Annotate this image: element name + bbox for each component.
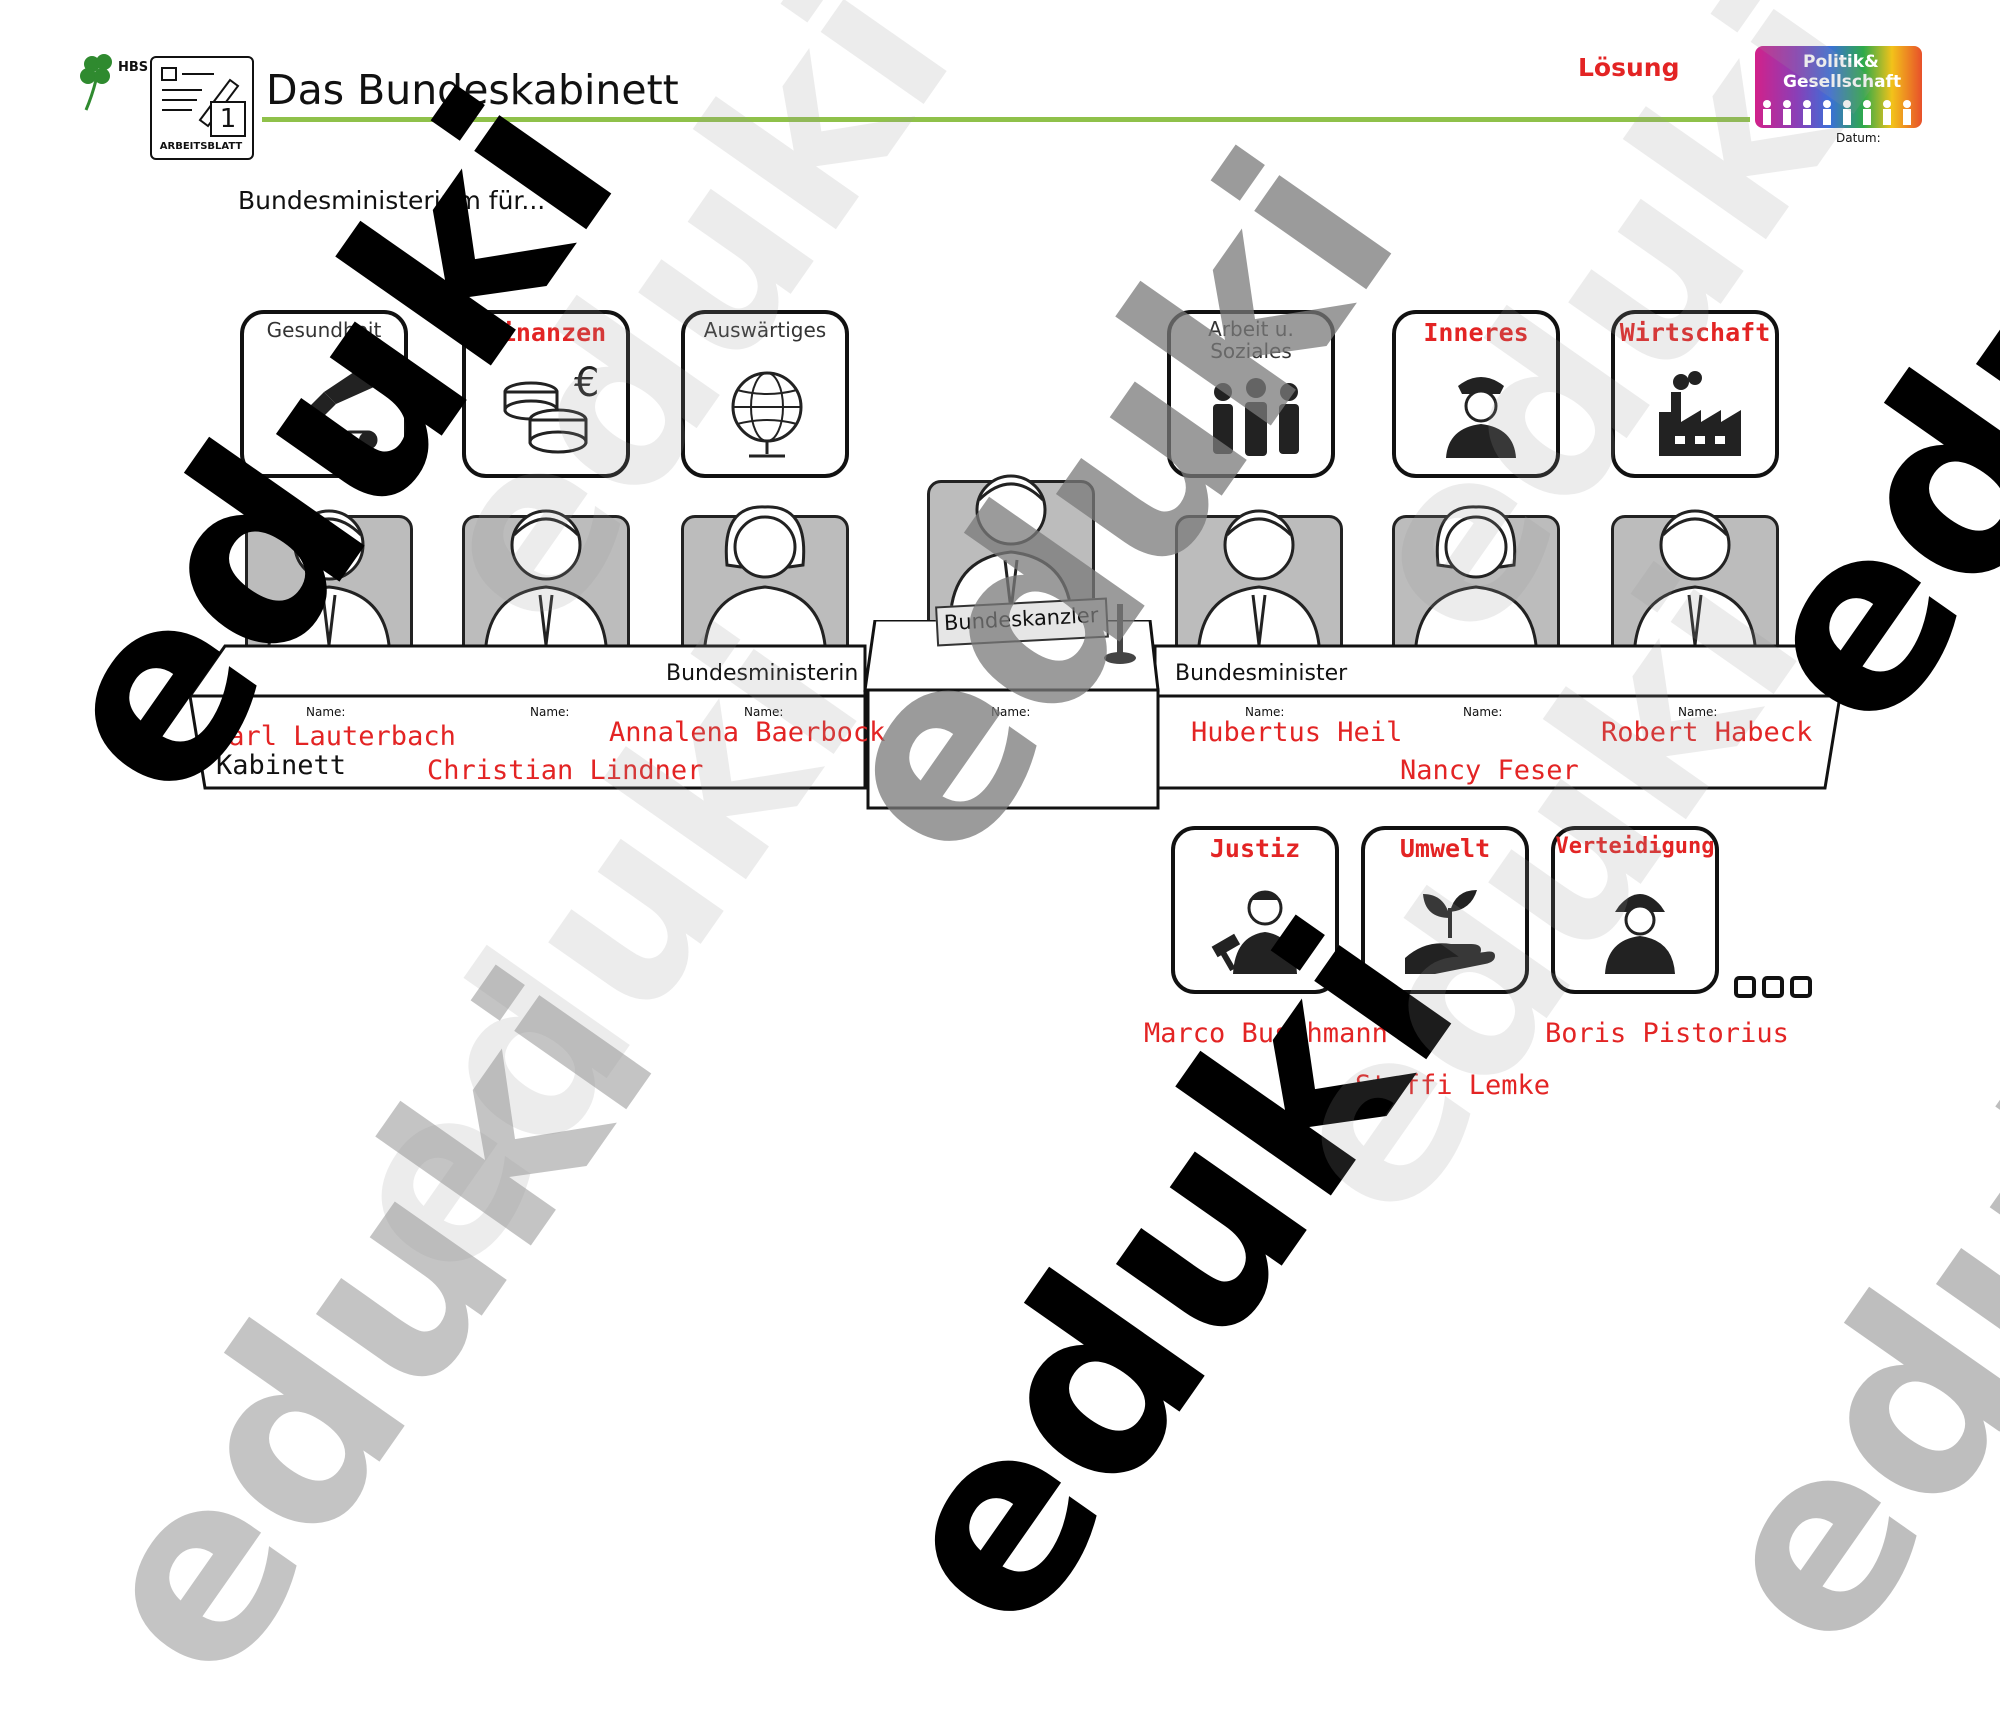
name-caption: Name: (744, 705, 784, 719)
role-label-right: Bundesminister (1175, 661, 1348, 686)
subject-logo: Politik& Gesellschaft (1755, 46, 1922, 128)
ministry-label: Wirtschaft (1619, 318, 1771, 347)
plant-hand-icon (1405, 890, 1495, 974)
name-lindner: Christian Lindner (427, 755, 704, 786)
ministry-label: Auswärtiges (703, 318, 827, 342)
ministry-label: Finanzen (485, 318, 607, 347)
microphone-icon (1104, 604, 1136, 664)
chancellor-role: Bundeskanzler (943, 603, 1099, 636)
worksheet-label: ARBEITSBLATT (159, 141, 243, 152)
police-officer-icon (1446, 377, 1516, 458)
ministry-label: Arbeit u. Soziales (1208, 317, 1294, 363)
people-group-icon (1213, 378, 1299, 456)
title-underline (262, 117, 1750, 122)
worksheet-number: 1 (210, 101, 246, 137)
ministry-card-inneres: Inneres (1392, 310, 1560, 478)
subject-logo-line2: Gesellschaft (1783, 72, 1902, 92)
globe-icon (731, 371, 803, 458)
name-buschmann: Marco Buschmann (1144, 1018, 1388, 1049)
subheading: Bundesministerium für... (238, 186, 546, 215)
cabinet-label: Kabinett (216, 750, 347, 781)
cabinet-table (187, 620, 1843, 810)
school-logo: HBS (78, 52, 148, 112)
soldier-icon (1605, 894, 1675, 974)
ministry-card-umwelt: Umwelt (1361, 826, 1529, 994)
judge-gavel-icon (1211, 890, 1297, 974)
ministry-card-auswaertiges: Auswärtiges (681, 310, 849, 478)
name-caption: Name: (991, 705, 1031, 719)
school-logo-text: HBS (118, 60, 149, 75)
ministry-label: Inneres (1423, 318, 1529, 347)
ministry-card-verteidigung: Verteidigung (1551, 826, 1719, 994)
name-habeck: Robert Habeck (1601, 717, 1813, 748)
subject-logo-line1: Politik& (1803, 52, 1879, 72)
ministry-label: Gesundheit (266, 318, 382, 342)
page-title: Das Bundeskabinett (266, 66, 679, 114)
name-feser: Nancy Feser (1400, 755, 1579, 786)
coins-euro-icon: € (503, 362, 599, 454)
svg-text:€: € (574, 362, 599, 406)
ministry-card-arbeit-soziales: Arbeit u. Soziales (1167, 310, 1335, 478)
watermark: eduki (26, 923, 712, 1728)
ministry-card-gesundheit: Gesundheit (240, 310, 408, 478)
ministry-label: Umwelt (1399, 834, 1491, 863)
ministry-card-justiz: Justiz (1171, 826, 1339, 994)
ministry-label: Verteidigung (1555, 834, 1715, 859)
name-heil: Hubertus Heil (1191, 717, 1403, 748)
ministry-card-finanzen: Finanzen € (462, 310, 630, 478)
name-caption: Name: (1245, 705, 1285, 719)
name-caption: Name: (1678, 705, 1718, 719)
more-ministries-icon (1734, 976, 1812, 998)
name-caption: Name: (306, 705, 346, 719)
ministry-card-wirtschaft: Wirtschaft (1611, 310, 1779, 478)
name-baerbock: Annalena Baerbock (609, 717, 886, 748)
role-label-left: Bundesministerin (666, 661, 859, 686)
ministry-label: Justiz (1209, 834, 1301, 863)
factory-icon (1659, 371, 1741, 456)
worksheet-icon (150, 56, 254, 160)
medicine-icon (284, 372, 378, 450)
name-caption: Name: (1463, 705, 1503, 719)
name-lemke: Steffi Lemke (1355, 1070, 1551, 1101)
solution-label: Lösung (1578, 53, 1680, 82)
name-lauterbach: Karl Lauterbach (212, 721, 456, 752)
name-caption: Name: (530, 705, 570, 719)
name-pistorius: Boris Pistorius (1545, 1018, 1789, 1049)
date-label: Datum: (1836, 131, 1881, 145)
